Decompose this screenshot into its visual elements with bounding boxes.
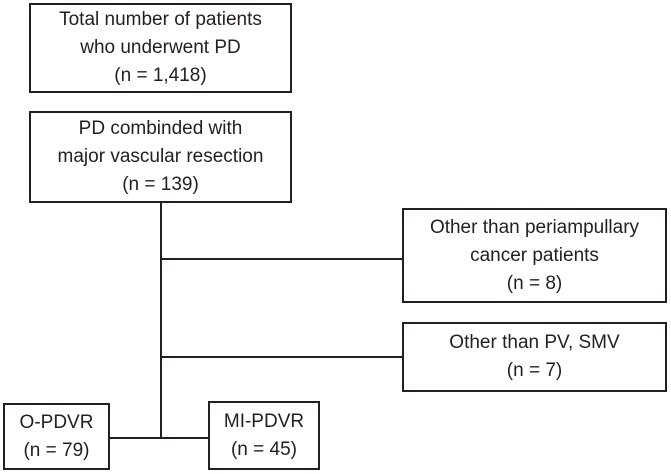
box-other-pv-smv-line-1: Other than PV, SMV [449, 332, 620, 353]
box-o-pdvr-label: O-PDVR [19, 411, 94, 433]
box-o-pdvr: O-PDVR (n = 79) [3, 403, 110, 470]
box-other-pv-smv: Other than PV, SMV (n = 7) [402, 322, 667, 392]
box-total-patients: Total number of patients who underwent P… [29, 3, 292, 93]
box-other-pv-smv-count: (n = 7) [506, 360, 563, 381]
box-mi-pdvr-label: MI-PDVR [223, 410, 305, 432]
box-other-periampullary-count: (n = 8) [506, 272, 563, 294]
connector-bottom-horizontal [110, 437, 208, 439]
box-other-periampullary-line-2: cancer patients [470, 244, 599, 266]
box-total-patients-line-1: Total number of patients [59, 9, 262, 30]
box-o-pdvr-count: (n = 79) [23, 439, 90, 461]
box-mi-pdvr: MI-PDVR (n = 45) [208, 401, 320, 470]
box-pd-vascular-resection: PD combinded with major vascular resecti… [29, 111, 292, 203]
connector-trunk-vertical [160, 203, 162, 439]
box-mi-pdvr-count: (n = 45) [230, 438, 297, 460]
connector-branch-periampullary [161, 258, 402, 260]
connector-branch-pv-smv [161, 356, 402, 358]
box-other-periampullary-line-1: Other than periampullary [429, 216, 640, 238]
box-other-periampullary: Other than periampullary cancer patients… [402, 208, 667, 303]
box-total-patients-line-2: who underwent PD [80, 37, 241, 58]
box-pd-vascular-line-1: PD combinded with [78, 118, 243, 139]
box-pd-vascular-line-2: major vascular resection [57, 146, 264, 167]
box-pd-vascular-count: (n = 139) [122, 174, 199, 195]
box-total-patients-count: (n = 1,418) [114, 65, 207, 86]
